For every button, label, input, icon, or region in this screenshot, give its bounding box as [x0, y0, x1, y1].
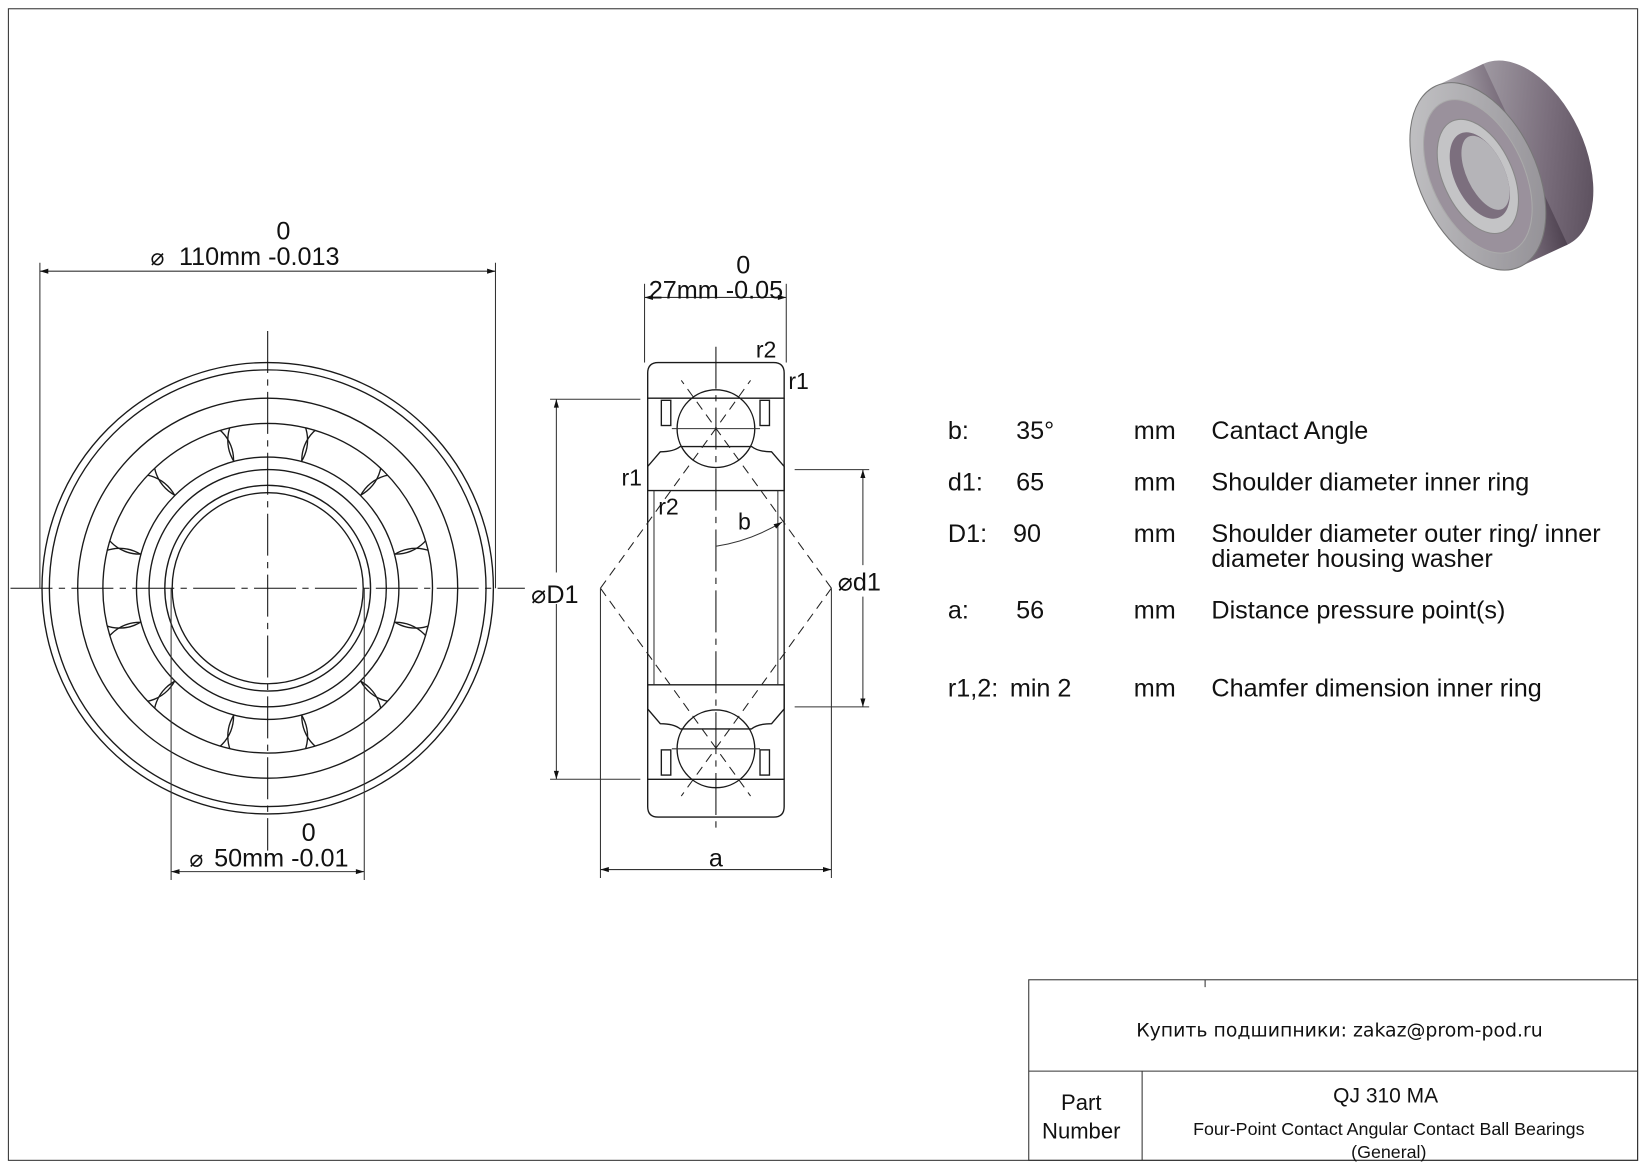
ball-outline: [301, 675, 383, 754]
D1-label: ⌀D1: [531, 581, 578, 609]
part-label-line1: Part: [1061, 1090, 1101, 1115]
diameter-symbol: ⌀: [151, 245, 165, 271]
spec-unit: mm: [1134, 520, 1176, 548]
part-label-line2: Number: [1042, 1118, 1120, 1143]
contact-angle-label: b: [738, 508, 751, 534]
buy-contact-text: Купить подшипники: zakaz@prom-pod.ru: [1136, 1019, 1542, 1041]
spec-key: d1:: [948, 469, 983, 497]
part-number: QJ 310 MA: [1333, 1085, 1438, 1108]
front-view: [10, 331, 525, 851]
spec-description: Chamfer dimension inner ring: [1211, 674, 1541, 702]
outer-tolerance-upper: 0: [276, 218, 290, 246]
spec-key: D1:: [948, 520, 987, 548]
spec-value: 35°: [1016, 417, 1054, 445]
spec-unit: mm: [1134, 597, 1176, 625]
spec-key: r1,2:: [948, 674, 998, 702]
ball-outline: [102, 621, 181, 703]
bore-diameter-dimension: 0 ⌀ 50mm -0.01: [170, 588, 365, 881]
spec-unit: mm: [1134, 469, 1176, 497]
spec-unit: mm: [1134, 417, 1176, 445]
spec-value: 65: [1016, 469, 1044, 497]
chamfer-r2-top: r2: [756, 336, 777, 362]
bearing-3d-render: [1409, 60, 1594, 271]
spec-description-cont: diameter housing washer: [1211, 545, 1492, 573]
a-dimension: a: [599, 588, 832, 878]
outer-diameter-dimension: 0 ⌀ 110mm -0.013: [39, 218, 497, 589]
spec-description: Shoulder diameter outer ring/ inner: [1211, 520, 1600, 548]
spec-description: Shoulder diameter inner ring: [1211, 469, 1529, 497]
spec-key: a:: [948, 597, 969, 625]
a-label: a: [709, 844, 724, 872]
part-description: Four-Point Contact Angular Contact Ball …: [1193, 1119, 1585, 1139]
section-view: [600, 346, 832, 830]
ball-outline: [153, 423, 235, 501]
spec-key: b:: [948, 417, 969, 445]
width-dimension: 0 27mm -0.05: [644, 251, 787, 363]
chamfer-r2-left: r2: [658, 494, 679, 520]
diameter-symbol: ⌀: [189, 846, 203, 872]
spec-value: 56: [1016, 597, 1044, 625]
bore-diameter-label: 50mm -0.01: [214, 844, 348, 872]
spec-description: Distance pressure point(s): [1211, 597, 1505, 625]
d1-dimension: ⌀d1: [794, 469, 895, 708]
spec-value: min 2: [1010, 674, 1072, 702]
chamfer-r1-top: r1: [788, 368, 809, 394]
ball-outline: [301, 423, 383, 501]
part-category: (General): [1351, 1142, 1426, 1162]
title-block: Купить подшипники: zakaz@prom-pod.ru Par…: [1028, 979, 1639, 1162]
D1-dimension: ⌀D1: [530, 398, 641, 780]
page-border: [7, 8, 1639, 1161]
chamfer-r1-left: r1: [621, 464, 642, 490]
spec-unit: mm: [1134, 674, 1176, 702]
outer-diameter-label: 110mm -0.013: [179, 243, 340, 271]
spec-value: 90: [1013, 520, 1041, 548]
ball-outline: [355, 473, 433, 555]
width-tolerance-upper: 0: [736, 251, 750, 279]
bore-tolerance-upper: 0: [302, 819, 316, 847]
spec-description: Cantact Angle: [1211, 417, 1368, 445]
d1-label: ⌀d1: [838, 568, 881, 596]
ball-outline: [102, 473, 181, 555]
ball-outline: [355, 621, 433, 703]
ball-outline: [153, 675, 235, 754]
width-label: 27mm -0.05: [649, 276, 783, 304]
